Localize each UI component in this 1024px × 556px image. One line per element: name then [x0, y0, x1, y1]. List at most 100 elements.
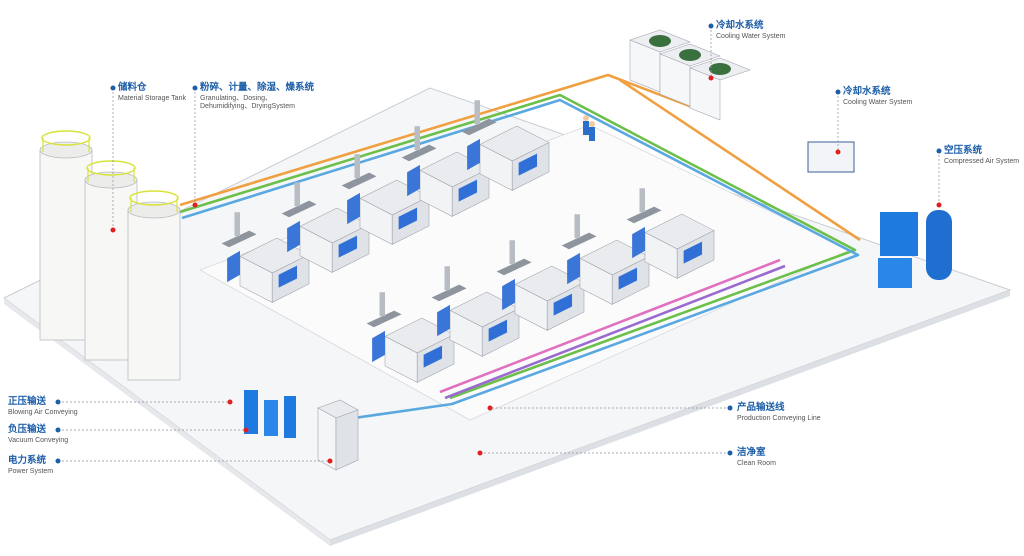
- leader-dot-end: [327, 458, 333, 464]
- silo-icon: [127, 190, 181, 381]
- label-cooling-top-zh: 冷却水系统: [716, 20, 764, 31]
- machine-dryer: [567, 252, 580, 285]
- machine-dryer: [227, 250, 240, 283]
- label-granulating-en2: Dehumidifying、DryingSystem: [200, 102, 295, 110]
- chiller-unit: [807, 141, 855, 173]
- machine-barrel: [431, 284, 467, 302]
- leader-dot-start: [110, 85, 116, 91]
- injection-machine: [366, 292, 455, 383]
- label-granulating-zh: 粉碎、计量、除湿、燥系统: [200, 82, 315, 93]
- worker-body: [589, 127, 595, 141]
- label-power: 电力系统 Power System: [8, 455, 54, 476]
- silo-top: [84, 171, 138, 189]
- label-blowing-en: Blowing Air Conveying: [8, 408, 78, 416]
- machine-dryer: [287, 220, 300, 253]
- machine-dryer: [407, 164, 420, 197]
- air-dryer: [878, 258, 912, 288]
- silo-railing: [86, 160, 136, 176]
- label-leader-lines: [55, 23, 942, 464]
- machine-dryer: [502, 278, 515, 311]
- leader-dot-end: [243, 427, 249, 433]
- air-tank-icon: [926, 210, 952, 280]
- pipe-line: [179, 93, 857, 400]
- machine-screen: [278, 265, 298, 288]
- worker-head: [589, 121, 595, 127]
- machine-barrel: [281, 200, 317, 218]
- fan-icon: [649, 35, 671, 47]
- machine-screen: [458, 179, 478, 202]
- injection-machine: [561, 214, 650, 305]
- injection-machine: [626, 188, 715, 279]
- machine-dryer: [347, 192, 360, 225]
- machine-row-back: [221, 100, 550, 303]
- label-compressed-air-zh: 空压系统: [944, 145, 983, 156]
- label-blowing-zh: 正压输送: [8, 396, 47, 407]
- label-clean-room-en: Clean Room: [737, 459, 776, 467]
- fan-icon: [709, 63, 731, 75]
- label-cooling-mid: 冷却水系统 Cooling Water System: [843, 86, 912, 107]
- leader-dot-start: [835, 89, 841, 95]
- injection-machine: [461, 100, 550, 191]
- worker-head: [583, 115, 589, 121]
- label-cooling-top-en: Cooling Water System: [716, 32, 786, 40]
- machine-barrel: [221, 230, 257, 248]
- machine-barrel: [561, 232, 597, 250]
- machine-hopper: [234, 212, 240, 237]
- cabinet-side: [335, 409, 359, 471]
- machine-hopper: [379, 292, 385, 317]
- machine-barrel: [401, 144, 437, 162]
- label-granulating-en1: Granulating、Dosing、: [200, 94, 272, 102]
- power-cabinet: [317, 399, 359, 471]
- floor-edge-right: [330, 290, 1010, 546]
- label-vacuum-zh: 负压输送: [8, 424, 47, 435]
- storage-silos: [39, 130, 181, 381]
- leader-dot-end: [487, 405, 493, 411]
- label-storage-en: Material Storage Tank: [118, 94, 186, 102]
- leader-dot-start: [936, 148, 942, 154]
- machine-hopper: [509, 240, 515, 265]
- label-compressed-air-en: Compressed Air System: [944, 157, 1020, 165]
- silo-top: [127, 201, 181, 219]
- cooling-tower: [689, 57, 751, 121]
- pipe-line: [179, 73, 701, 207]
- machine-barrel: [366, 310, 402, 328]
- leader-dot-end: [192, 202, 198, 208]
- conveying-equipment: [244, 390, 296, 438]
- auxiliary-equipment: [244, 29, 952, 471]
- machine-hopper: [294, 182, 300, 207]
- injection-machine: [281, 182, 370, 273]
- label-granulating: 粉碎、计量、除湿、燥系统 Granulating、Dosing、 Dehumid…: [200, 82, 315, 111]
- label-power-en: Power System: [8, 467, 54, 475]
- label-storage-zh: 储料仓: [118, 82, 147, 93]
- chiller-frame: [807, 141, 855, 173]
- machine-dryer: [437, 304, 450, 337]
- pipe-line: [444, 264, 786, 400]
- machine-barrel: [626, 206, 662, 224]
- silo-icon: [39, 130, 93, 341]
- pipe-line: [181, 98, 860, 422]
- label-clean-room-zh: 洁净室: [737, 447, 766, 458]
- label-power-zh: 电力系统: [8, 455, 47, 466]
- worker-icon: [583, 115, 589, 135]
- label-blowing: 正压输送 Blowing Air Conveying: [8, 396, 78, 417]
- air-compressor: [880, 212, 918, 256]
- pipe-line: [439, 258, 781, 394]
- machine-hopper: [354, 154, 360, 179]
- label-vacuum-en: Vacuum Conveying: [8, 436, 69, 444]
- machine-screen: [618, 267, 638, 290]
- machine-barrel: [461, 118, 497, 136]
- machine-screen: [553, 293, 573, 316]
- machine-barrel: [341, 172, 377, 190]
- machine-hopper: [414, 126, 420, 151]
- vacuum-pump: [264, 400, 278, 436]
- leader-dot-start: [727, 450, 733, 456]
- worker-icon: [589, 121, 595, 141]
- filter-unit: [284, 396, 296, 438]
- label-compressed-air: 空压系统 Compressed Air System: [944, 145, 1020, 166]
- silo-railing: [41, 130, 91, 146]
- leader-dot-start: [55, 427, 61, 433]
- pipe-line: [619, 78, 861, 242]
- machine-hopper: [474, 100, 480, 125]
- machine-screen: [683, 241, 703, 264]
